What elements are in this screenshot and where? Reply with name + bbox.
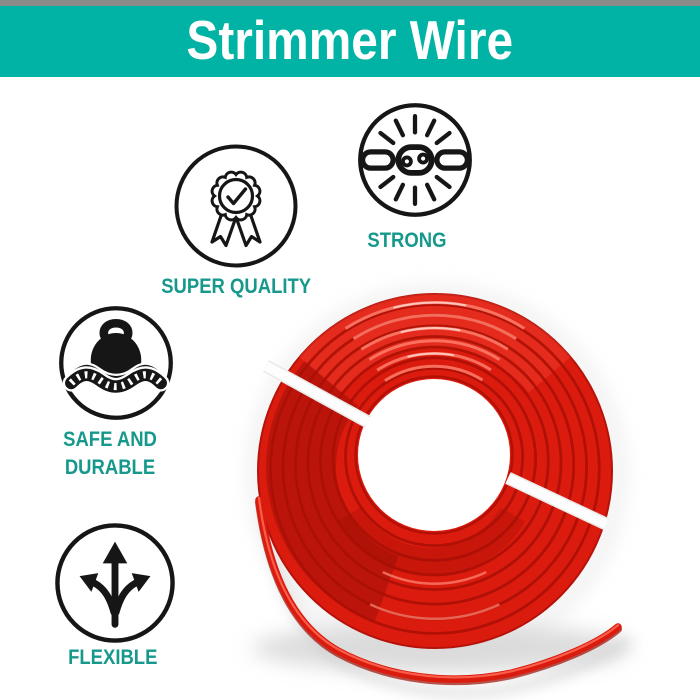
super-quality-label-text: SUPER QUALITY <box>161 275 311 298</box>
strong-label-text: STRONG <box>367 229 447 252</box>
strong-feature <box>355 100 475 220</box>
coil-halo-shadow <box>251 288 623 660</box>
flexible-feature <box>53 521 177 645</box>
kettlebell-cushion-icon <box>59 306 173 420</box>
flexible-label: FLEXIBLE <box>13 646 213 670</box>
super-quality-label: SUPER QUALITY <box>136 275 336 299</box>
wire-loose-end <box>255 496 622 686</box>
strong-label: STRONG <box>307 229 507 253</box>
safe-durable-feature <box>56 303 176 423</box>
branch-arrows-icon <box>55 523 175 643</box>
white-tie-band-right <box>505 472 609 530</box>
top-gray-strip <box>0 0 700 6</box>
safe-durable-label-line2: DURABLE <box>64 456 156 479</box>
page-title-text: Strimmer Wire <box>186 9 514 71</box>
coil-center-hole <box>358 379 510 531</box>
super-quality-feature <box>173 143 299 269</box>
flexible-label-text: FLEXIBLE <box>68 646 158 669</box>
page-title: Strimmer Wire <box>0 6 700 77</box>
safe-durable-label-line1: SAFE AND <box>63 428 157 451</box>
white-tie-band-left <box>262 360 372 428</box>
medal-check-icon <box>174 144 298 268</box>
safe-durable-label: SAFE AND DURABLE <box>10 426 210 482</box>
wire-coil <box>257 293 613 649</box>
title-banner: Strimmer Wire <box>0 6 700 77</box>
chain-link-icon <box>358 103 472 217</box>
